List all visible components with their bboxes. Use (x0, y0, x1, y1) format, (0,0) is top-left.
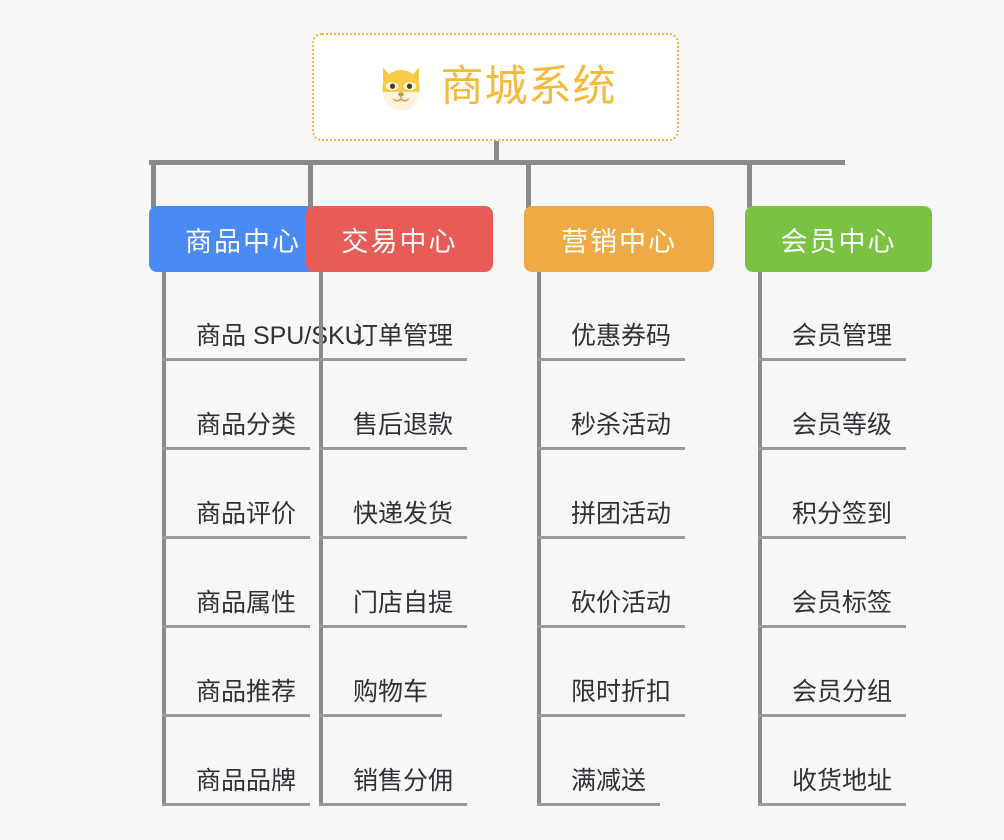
leaf-label: 快递发货 (319, 500, 468, 539)
leaf-label: 订单管理 (319, 322, 468, 361)
leaf-item[interactable]: 会员管理 (758, 272, 932, 361)
leaf-label: 门店自提 (319, 589, 468, 628)
branch-column-trade: 交易中心 订单管理 售后退款 快递发货 门店自提 购物车 销售分佣 (306, 160, 493, 806)
leaf-item[interactable]: 销售分佣 (319, 717, 493, 806)
root-stem-connector (494, 141, 499, 163)
branch-spine (162, 272, 166, 806)
branch-column-marketing: 营销中心 优惠券码 秒杀活动 拼团活动 砍价活动 限时折扣 满减送 (524, 160, 714, 806)
branch-drop-connector (308, 160, 313, 208)
branch-body-product: 商品 SPU/SKU 商品分类 商品评价 商品属性 商品推荐 商品品牌 (162, 272, 377, 806)
leaf-item[interactable]: 会员等级 (758, 361, 932, 450)
leaf-label: 商品推荐 (162, 678, 311, 717)
leaf-item[interactable]: 商品属性 (162, 539, 377, 628)
leaf-label: 优惠券码 (537, 322, 686, 361)
leaf-item[interactable]: 会员分组 (758, 628, 932, 717)
root-node[interactable]: 商城系统 (312, 33, 679, 141)
leaf-label: 秒杀活动 (537, 411, 686, 450)
leaf-label: 收货地址 (758, 767, 907, 806)
leaf-item[interactable]: 优惠券码 (537, 272, 714, 361)
leaf-item[interactable]: 商品 SPU/SKU (162, 272, 377, 361)
leaf-label: 积分签到 (758, 500, 907, 539)
leaf-item[interactable]: 会员标签 (758, 539, 932, 628)
branch-header-marketing[interactable]: 营销中心 (524, 206, 714, 272)
leaf-item[interactable]: 积分签到 (758, 450, 932, 539)
branch-spine (758, 272, 762, 806)
leaf-label: 满减送 (537, 767, 661, 806)
leaf-label: 会员等级 (758, 411, 907, 450)
leaf-item[interactable]: 订单管理 (319, 272, 493, 361)
shiba-dog-face-icon (381, 67, 420, 111)
leaf-label: 会员标签 (758, 589, 907, 628)
leaf-label: 商品品牌 (162, 767, 311, 806)
root-title: 商城系统 (440, 62, 617, 111)
leaf-label: 会员管理 (758, 322, 907, 361)
leaf-item[interactable]: 商品分类 (162, 361, 377, 450)
leaf-label: 商品 SPU/SKU (162, 322, 377, 361)
leaf-item[interactable]: 砍价活动 (537, 539, 714, 628)
leaf-item[interactable]: 收货地址 (758, 717, 932, 806)
branch-drop-connector (151, 160, 156, 208)
leaf-item[interactable]: 秒杀活动 (537, 361, 714, 450)
branch-column-member: 会员中心 会员管理 会员等级 积分签到 会员标签 会员分组 收货地址 (745, 160, 932, 806)
branch-header-trade[interactable]: 交易中心 (306, 206, 493, 272)
branch-body-member: 会员管理 会员等级 积分签到 会员标签 会员分组 收货地址 (758, 272, 932, 806)
branch-bus-connector (149, 160, 845, 165)
branch-drop-connector (747, 160, 752, 208)
leaf-label: 购物车 (319, 678, 443, 717)
branch-drop-connector (526, 160, 531, 208)
leaf-item[interactable]: 快递发货 (319, 450, 493, 539)
leaf-item[interactable]: 购物车 (319, 628, 493, 717)
leaf-item[interactable]: 商品品牌 (162, 717, 377, 806)
leaf-label: 拼团活动 (537, 500, 686, 539)
leaf-label: 限时折扣 (537, 678, 686, 717)
branch-body-trade: 订单管理 售后退款 快递发货 门店自提 购物车 销售分佣 (319, 272, 493, 806)
leaf-label: 销售分佣 (319, 767, 468, 806)
leaf-item[interactable]: 满减送 (537, 717, 714, 806)
leaf-item[interactable]: 门店自提 (319, 539, 493, 628)
leaf-item[interactable]: 拼团活动 (537, 450, 714, 539)
leaf-item[interactable]: 限时折扣 (537, 628, 714, 717)
leaf-label: 砍价活动 (537, 589, 686, 628)
leaf-label: 会员分组 (758, 678, 907, 717)
leaf-item[interactable]: 售后退款 (319, 361, 493, 450)
branch-header-product[interactable]: 商品中心 (149, 206, 337, 272)
leaf-label: 商品评价 (162, 500, 311, 539)
leaf-item[interactable]: 商品推荐 (162, 628, 377, 717)
branch-header-member[interactable]: 会员中心 (745, 206, 932, 272)
leaf-label: 商品属性 (162, 589, 311, 628)
leaf-item[interactable]: 商品评价 (162, 450, 377, 539)
branch-body-marketing: 优惠券码 秒杀活动 拼团活动 砍价活动 限时折扣 满减送 (537, 272, 714, 806)
branch-spine (319, 272, 323, 806)
leaf-label: 售后退款 (319, 411, 468, 450)
branch-spine (537, 272, 541, 806)
branch-column-product: 商品中心 商品 SPU/SKU 商品分类 商品评价 商品属性 商品推荐 商品品牌 (149, 160, 377, 806)
leaf-label: 商品分类 (162, 411, 311, 450)
